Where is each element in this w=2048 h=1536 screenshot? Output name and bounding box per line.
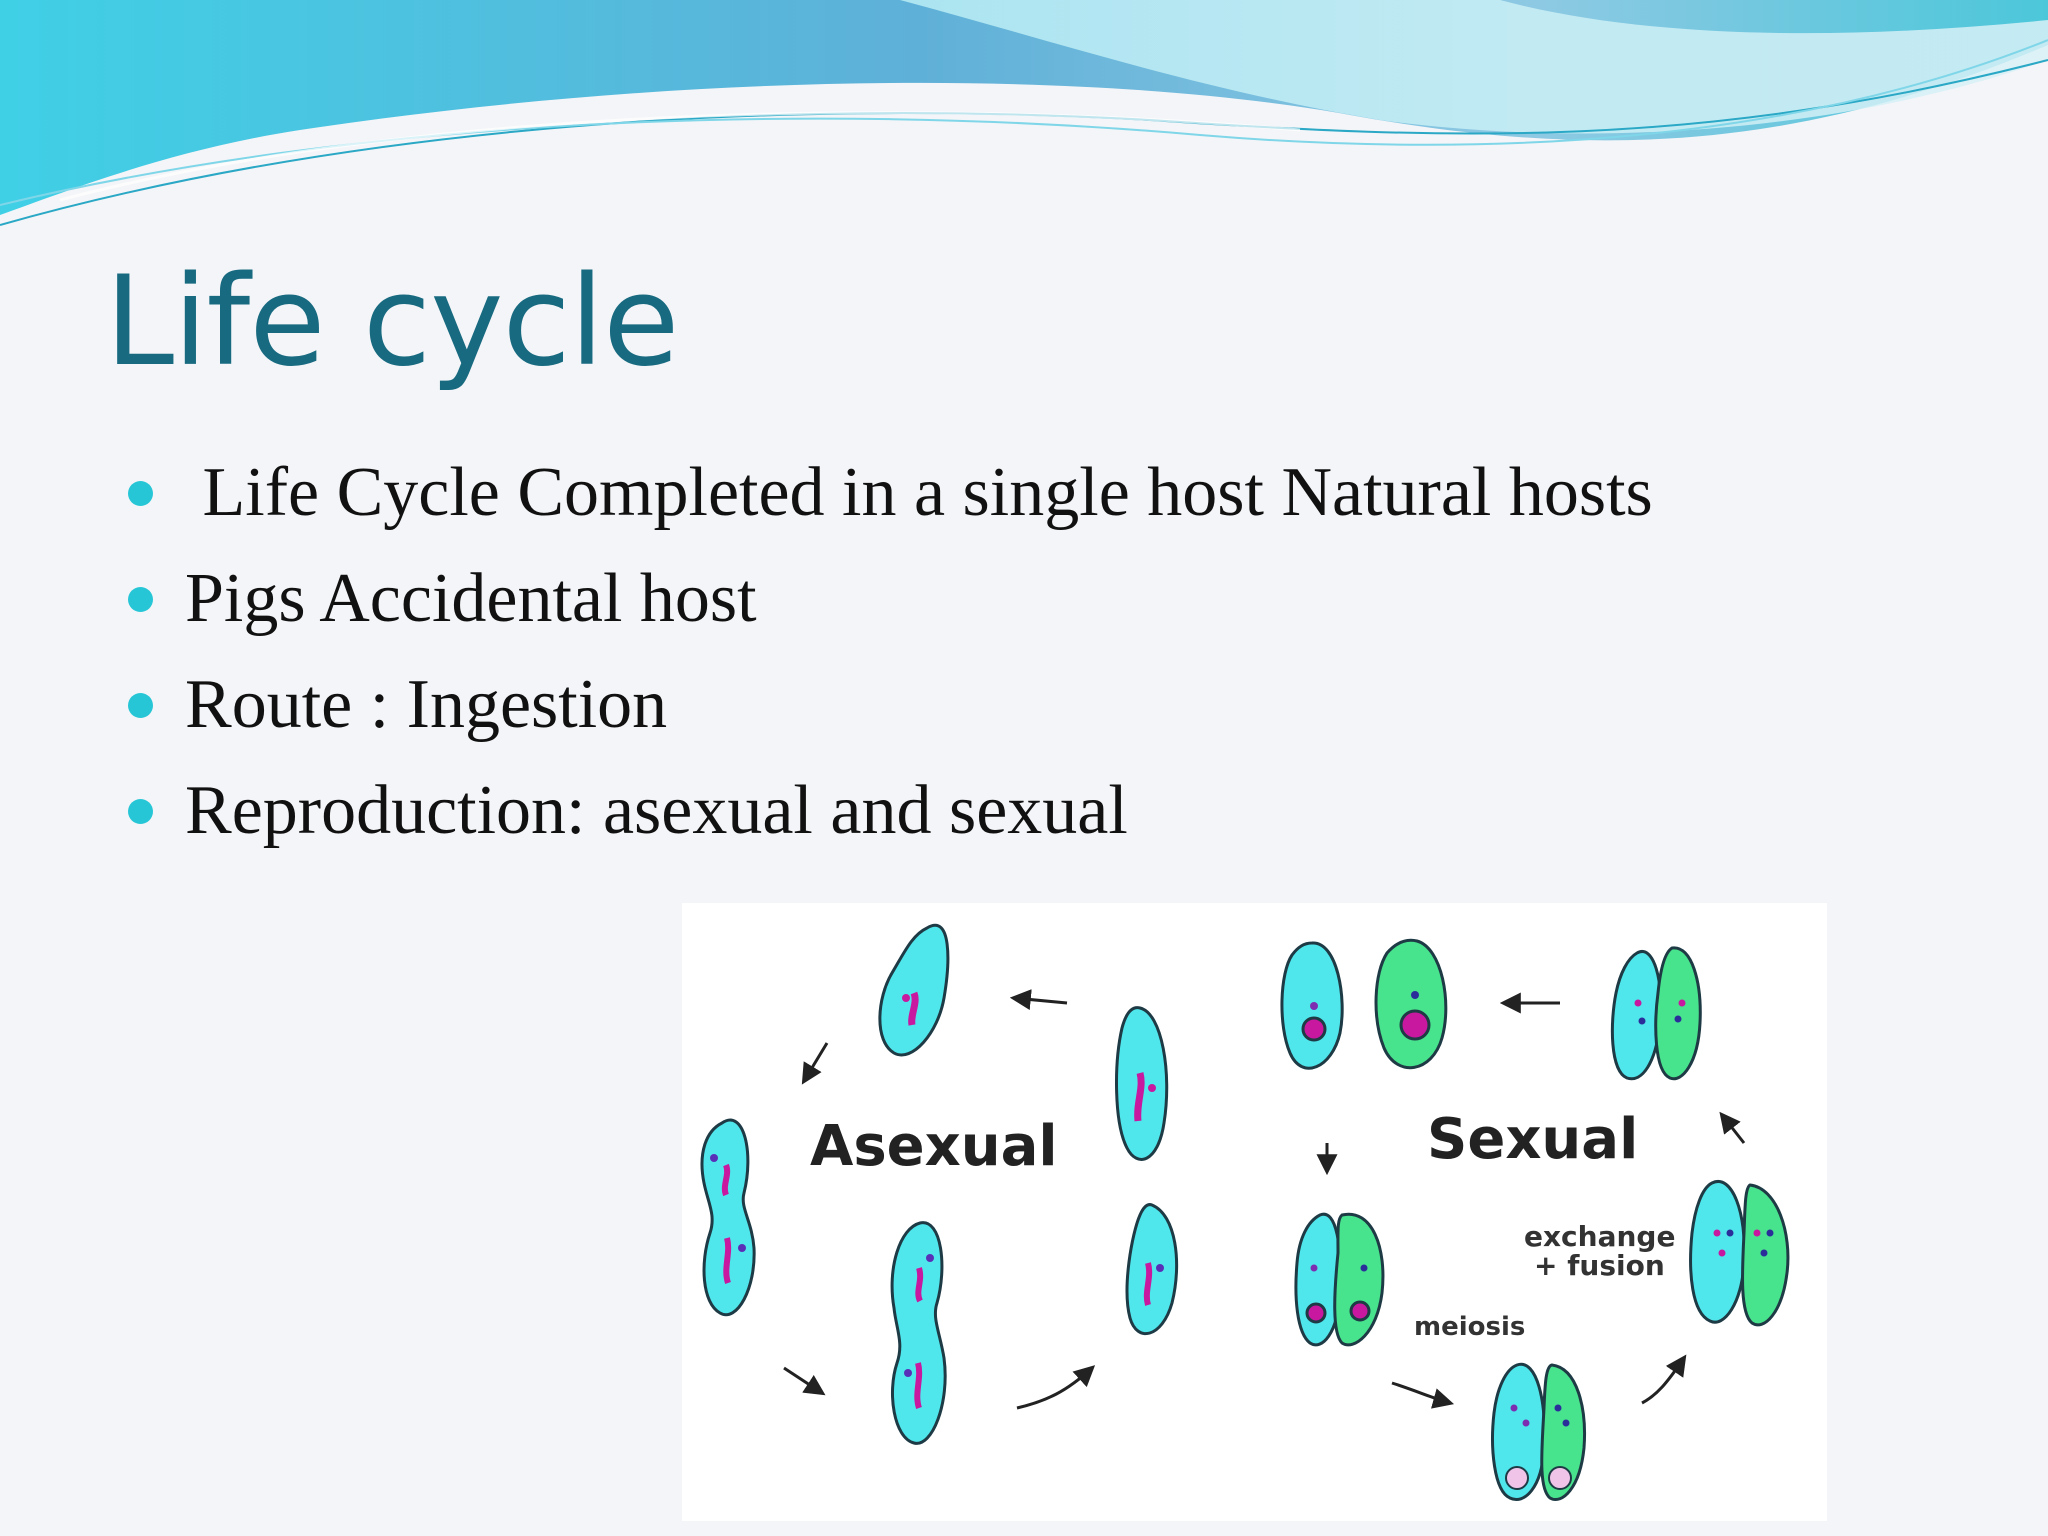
slide-title: Life cycle [105, 250, 679, 394]
gamete-pair [1280, 938, 1448, 1070]
arrow-icon [1016, 1365, 1096, 1410]
arrow-icon [1391, 1381, 1455, 1409]
bullet-text: Life Cycle Completed in a single host Na… [185, 454, 1653, 531]
asexual-arrows [783, 989, 1096, 1410]
fused-cell [1294, 1212, 1385, 1347]
life-cycle-diagram: Asexual [682, 903, 1827, 1521]
asexual-cycle [700, 923, 1179, 1445]
arrow-icon [1009, 989, 1068, 1011]
trophozoite-cell [878, 923, 950, 1057]
arrow-icon [801, 1042, 829, 1085]
bullet-dot-icon [128, 481, 153, 506]
trophozoite-cell [1125, 1203, 1179, 1336]
bullet-dot-icon [128, 587, 153, 612]
bullet-dot-icon [128, 693, 153, 718]
fused-cell [1689, 1180, 1790, 1327]
meiosis-label: meiosis [1414, 1312, 1525, 1342]
header-wave-banner [0, 0, 2048, 226]
fusion-label: + fusion [1534, 1249, 1665, 1282]
bullet-item: Life Cycle Completed in a single host Na… [125, 440, 1653, 546]
sexual-arrows [1316, 992, 1746, 1409]
trophozoite-cell [1115, 1006, 1169, 1161]
meiosis-cell [1491, 1362, 1586, 1501]
bullet-list: Life Cycle Completed in a single host Na… [125, 440, 1653, 864]
bullet-dot-icon [128, 799, 153, 824]
bullet-text: Pigs Accidental host [185, 560, 757, 637]
dividing-cell [890, 1221, 947, 1445]
sexual-cycle [1280, 938, 1790, 1501]
sexual-label: Sexual [1427, 1107, 1638, 1172]
arrow-icon [1641, 1354, 1687, 1405]
arrow-icon [1719, 1111, 1746, 1144]
asexual-label: Asexual [810, 1114, 1058, 1179]
bullet-item: Pigs Accidental host [125, 546, 1653, 652]
bullet-text: Reproduction: asexual and sexual [185, 772, 1128, 849]
bullet-item: Reproduction: asexual and sexual [125, 758, 1653, 864]
arrow-icon [783, 1366, 826, 1396]
dividing-cell [700, 1118, 756, 1317]
exchange-label: exchange [1524, 1220, 1675, 1253]
bullet-item: Route : Ingestion [125, 652, 1653, 758]
gamete-pair [1610, 946, 1702, 1081]
bullet-text: Route : Ingestion [185, 666, 668, 743]
